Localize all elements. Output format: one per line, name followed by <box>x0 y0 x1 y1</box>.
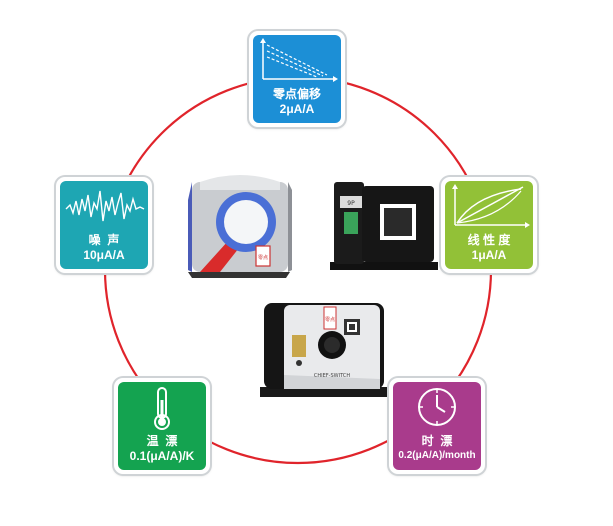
feature-value: 2μA/A <box>279 102 315 116</box>
feature-label: 零点偏移 <box>272 87 321 101</box>
sensor-bottom: 零点 CHIEF-SWITCH <box>260 303 388 397</box>
feature-label: 时 漂 <box>421 434 453 448</box>
sensor-left-seal: 零点 <box>258 255 268 261</box>
feature-label: 噪 声 <box>88 233 120 247</box>
thermometer-icon <box>154 387 170 430</box>
feature-card-time-drift: 时 漂 0.2(μA/A)/month <box>389 378 485 474</box>
feature-card-linearity: 线 性 度 1μA/A <box>441 177 537 273</box>
clock-icon <box>418 388 456 426</box>
sensor-left: 零点 <box>188 175 292 278</box>
waveform-icon <box>65 190 145 222</box>
feature-label: 温 漂 <box>146 434 178 448</box>
feature-value: 0.1(μA/A)/K <box>129 449 195 463</box>
linearity-graph-icon <box>452 184 530 228</box>
feature-label: 线 性 度 <box>467 233 511 247</box>
sensor-right: 9P <box>330 182 438 270</box>
feature-card-temp-drift: 温 漂 0.1(μA/A)/K <box>114 378 210 474</box>
sensor-bottom-seal: 零点 <box>325 317 335 323</box>
sensor-bottom-label: CHIEF-SWITCH <box>314 373 350 379</box>
feature-value: 0.2(μA/A)/month <box>398 450 476 461</box>
decay-graph-icon <box>260 38 338 82</box>
feature-value: 1μA/A <box>471 248 507 262</box>
feature-card-offset: 零点偏移 2μA/A <box>249 31 345 127</box>
sensor-right-plate: 9P <box>347 200 355 207</box>
feature-value: 10μA/A <box>83 248 125 262</box>
feature-card-noise: 噪 声 10μA/A <box>56 177 152 273</box>
